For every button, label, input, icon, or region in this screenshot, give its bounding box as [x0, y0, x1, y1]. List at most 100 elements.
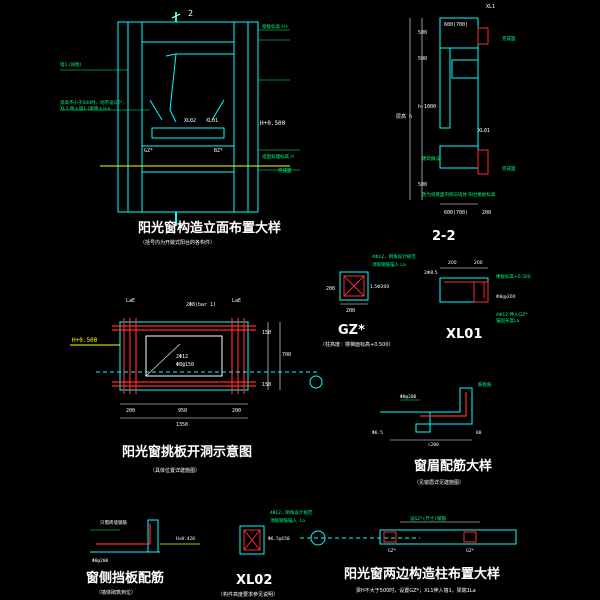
plate-axis-bubble — [309, 375, 323, 389]
svg-text:Φ6.5: Φ6.5 — [372, 430, 383, 436]
svg-text:锚固长度La: 锚固长度La — [496, 317, 520, 324]
section-window-frame — [439, 47, 451, 129]
svg-text:1.5Φ200: 1.5Φ200 — [370, 284, 389, 290]
svg-text:楼板标高+0.500: 楼板标高+0.500 — [496, 273, 531, 280]
elevation-notes: 窗框标高 H+ 墙1 (详图) 梁高不小于500时，则不设GZ*， XL1 伸入… — [60, 23, 294, 174]
xl01-detail-drawing — [439, 267, 489, 303]
gz-detail-labels: 4Φ12，阴角设计规范 顶级钢筋锚入 La 1.5Φ200 — [370, 253, 416, 290]
columns-drawing — [379, 521, 517, 545]
svg-text:200: 200 — [232, 408, 241, 414]
xl02-detail-subtitle: （构件高度要求参见说明） — [218, 591, 278, 598]
section-xl01-label: XL01 — [478, 128, 490, 134]
plate-title: 阳光窗挑板开洞示意图 — [122, 444, 252, 460]
svg-text:950: 950 — [178, 408, 187, 414]
svg-text:200: 200 — [474, 260, 483, 266]
elevation-subtitle: （括号内为开敞式阳台的各构件） — [140, 239, 215, 246]
lintel-title: 窗眉配筋大样 — [414, 458, 492, 474]
svg-text:Φ8@200: Φ8@200 — [400, 394, 417, 400]
xl01-detail-title: XL01 — [446, 327, 482, 342]
section-xl1-label: XL1 — [486, 4, 495, 10]
section-22-dims: 500 500 h-1000 层高 h 600(700) 200 500 600… — [396, 22, 491, 216]
xl01-detail-labels: 2Φ8.5 楼板标高+0.500 Φ8@200 4Φ12 伸入GZ* 锚固长度L… — [424, 260, 531, 324]
elevation-curtain-line — [165, 53, 177, 123]
svg-text:80: 80 — [476, 430, 482, 436]
svg-text:窗框标高 H+: 窗框标高 H+ — [262, 23, 289, 30]
svg-text:2Φ8.5: 2Φ8.5 — [424, 270, 438, 276]
lintel-drawing — [380, 387, 473, 441]
svg-text:GZ*: GZ* — [388, 548, 396, 554]
svg-text:700: 700 — [282, 352, 291, 358]
svg-text:建筑做法: 建筑做法 — [422, 155, 440, 162]
columns-labels: 设GZ*(尺寸)钢筋 GZ* GZ* — [388, 515, 474, 554]
section-top-rebar — [477, 27, 489, 45]
svg-text:600(700): 600(700) — [444, 22, 468, 28]
svg-text:XL1 伸入墙1 (梁伸入)La: XL1 伸入墙1 (梁伸入)La — [60, 105, 110, 112]
svg-text:设GZ*(尺寸)钢筋: 设GZ*(尺寸)钢筋 — [410, 515, 447, 522]
svg-text:梁高不小于500时，则不设GZ*，: 梁高不小于500时，则不设GZ*， — [60, 99, 127, 106]
plate-dims: 200 950 200 1350 150 150 700 — [126, 330, 291, 428]
svg-text:600(700): 600(700) — [444, 210, 468, 216]
svg-text:200: 200 — [482, 210, 491, 216]
svg-text:LaE: LaE — [232, 298, 241, 304]
svg-text:2Φ8(bar 1): 2Φ8(bar 1) — [186, 302, 216, 308]
svg-text:完成面: 完成面 — [502, 165, 516, 172]
svg-text:Φ8@200: Φ8@200 — [92, 558, 109, 564]
elevation-leaders — [60, 29, 300, 171]
elevation-level-label: H+0.500 — [260, 120, 286, 127]
svg-text:H+0.420: H+0.420 — [176, 536, 195, 542]
svg-text:完成面: 完成面 — [502, 35, 516, 42]
svg-text:1350: 1350 — [176, 422, 188, 428]
elevation-section-mark: 2 — [188, 9, 193, 18]
svg-text:顶级钢筋锚入 La: 顶级钢筋锚入 La — [270, 517, 305, 524]
elevation-bz-label: BZ* — [214, 148, 223, 154]
svg-text:Φ8@200: Φ8@200 — [496, 294, 516, 300]
section-22-drawing — [409, 17, 489, 205]
xl02-detail-drawing — [239, 525, 420, 555]
section-tick-top — [171, 13, 181, 19]
svg-text:200: 200 — [448, 260, 457, 266]
elevation-drawing — [100, 12, 290, 226]
sill-drawing — [90, 519, 200, 553]
svg-text:改为梁底面内侧与墙体 阳台挑板标高: 改为梁底面内侧与墙体 阳台挑板标高 — [422, 191, 496, 198]
gz-detail-subtitle: （柱高度：楼梯面标高+0.500） — [320, 341, 394, 348]
svg-text:Φ8@150: Φ8@150 — [176, 362, 194, 368]
svg-text:h-1000: h-1000 — [418, 104, 436, 110]
elevation-hatch-2 — [211, 99, 225, 121]
columns-title: 阳光窗两边构造柱布置大样 — [344, 566, 500, 582]
lintel-labels: Φ8@200 Φ6.5 筋板筋 c200 80 — [372, 381, 492, 448]
elevation-xl02-label: XL02 — [184, 118, 196, 124]
elevation-hatch-1 — [149, 99, 163, 121]
gz-detail-dims: 200 200 — [326, 286, 355, 314]
svg-text:顶级钢筋锚入 La: 顶级钢筋锚入 La — [372, 261, 406, 268]
svg-text:层高 h: 层高 h — [396, 113, 412, 120]
gz-detail-title: GZ* — [338, 323, 365, 338]
svg-text:500: 500 — [418, 182, 427, 188]
sill-labels: 只需砖墙钢筋 Φ8@200 H+0.420 — [92, 519, 195, 564]
sill-title: 窗侧挡板配筋 — [86, 570, 164, 586]
elevation-title: 阳光窗构造立面布置大样 — [138, 220, 281, 236]
svg-text:只需砖墙钢筋: 只需砖墙钢筋 — [100, 519, 127, 526]
gz-detail-drawing — [339, 271, 369, 305]
svg-text:筋板筋: 筋板筋 — [478, 381, 492, 388]
svg-text:200: 200 — [346, 308, 355, 314]
elevation-wall-outline — [117, 21, 259, 213]
columns-subtitle: 梁H不大于500时，设置GZ*；XL1伸入墙1，梁端1La — [356, 587, 476, 594]
svg-text:4Φ12，阴角设计规范: 4Φ12，阴角设计规范 — [270, 509, 313, 516]
svg-text:H+0.500: H+0.500 — [72, 337, 98, 344]
svg-text:200: 200 — [326, 286, 335, 292]
plate-labels: LaE LaE 2Φ8(bar 1) 2Φ12 Φ8@150 H+0.500 — [72, 298, 241, 368]
plate-drawing — [70, 318, 323, 419]
svg-text:2Φ12: 2Φ12 — [176, 354, 188, 360]
svg-text:墙面处理标高 H: 墙面处理标高 H — [262, 153, 294, 160]
svg-text:150: 150 — [262, 330, 271, 336]
lintel-subtitle: （见窗眉详见建施图） — [414, 479, 464, 486]
svg-text:LaE: LaE — [126, 298, 135, 304]
section-bottom-rebar — [477, 149, 489, 175]
svg-text:4Φ12，阴角设计规范: 4Φ12，阴角设计规范 — [372, 253, 416, 260]
sill-subtitle: （墙体砌筑到位） — [96, 589, 136, 596]
svg-text:c200: c200 — [428, 442, 439, 448]
plate-opening — [145, 335, 223, 377]
elevation-xl01-label: XL01 — [206, 118, 218, 124]
